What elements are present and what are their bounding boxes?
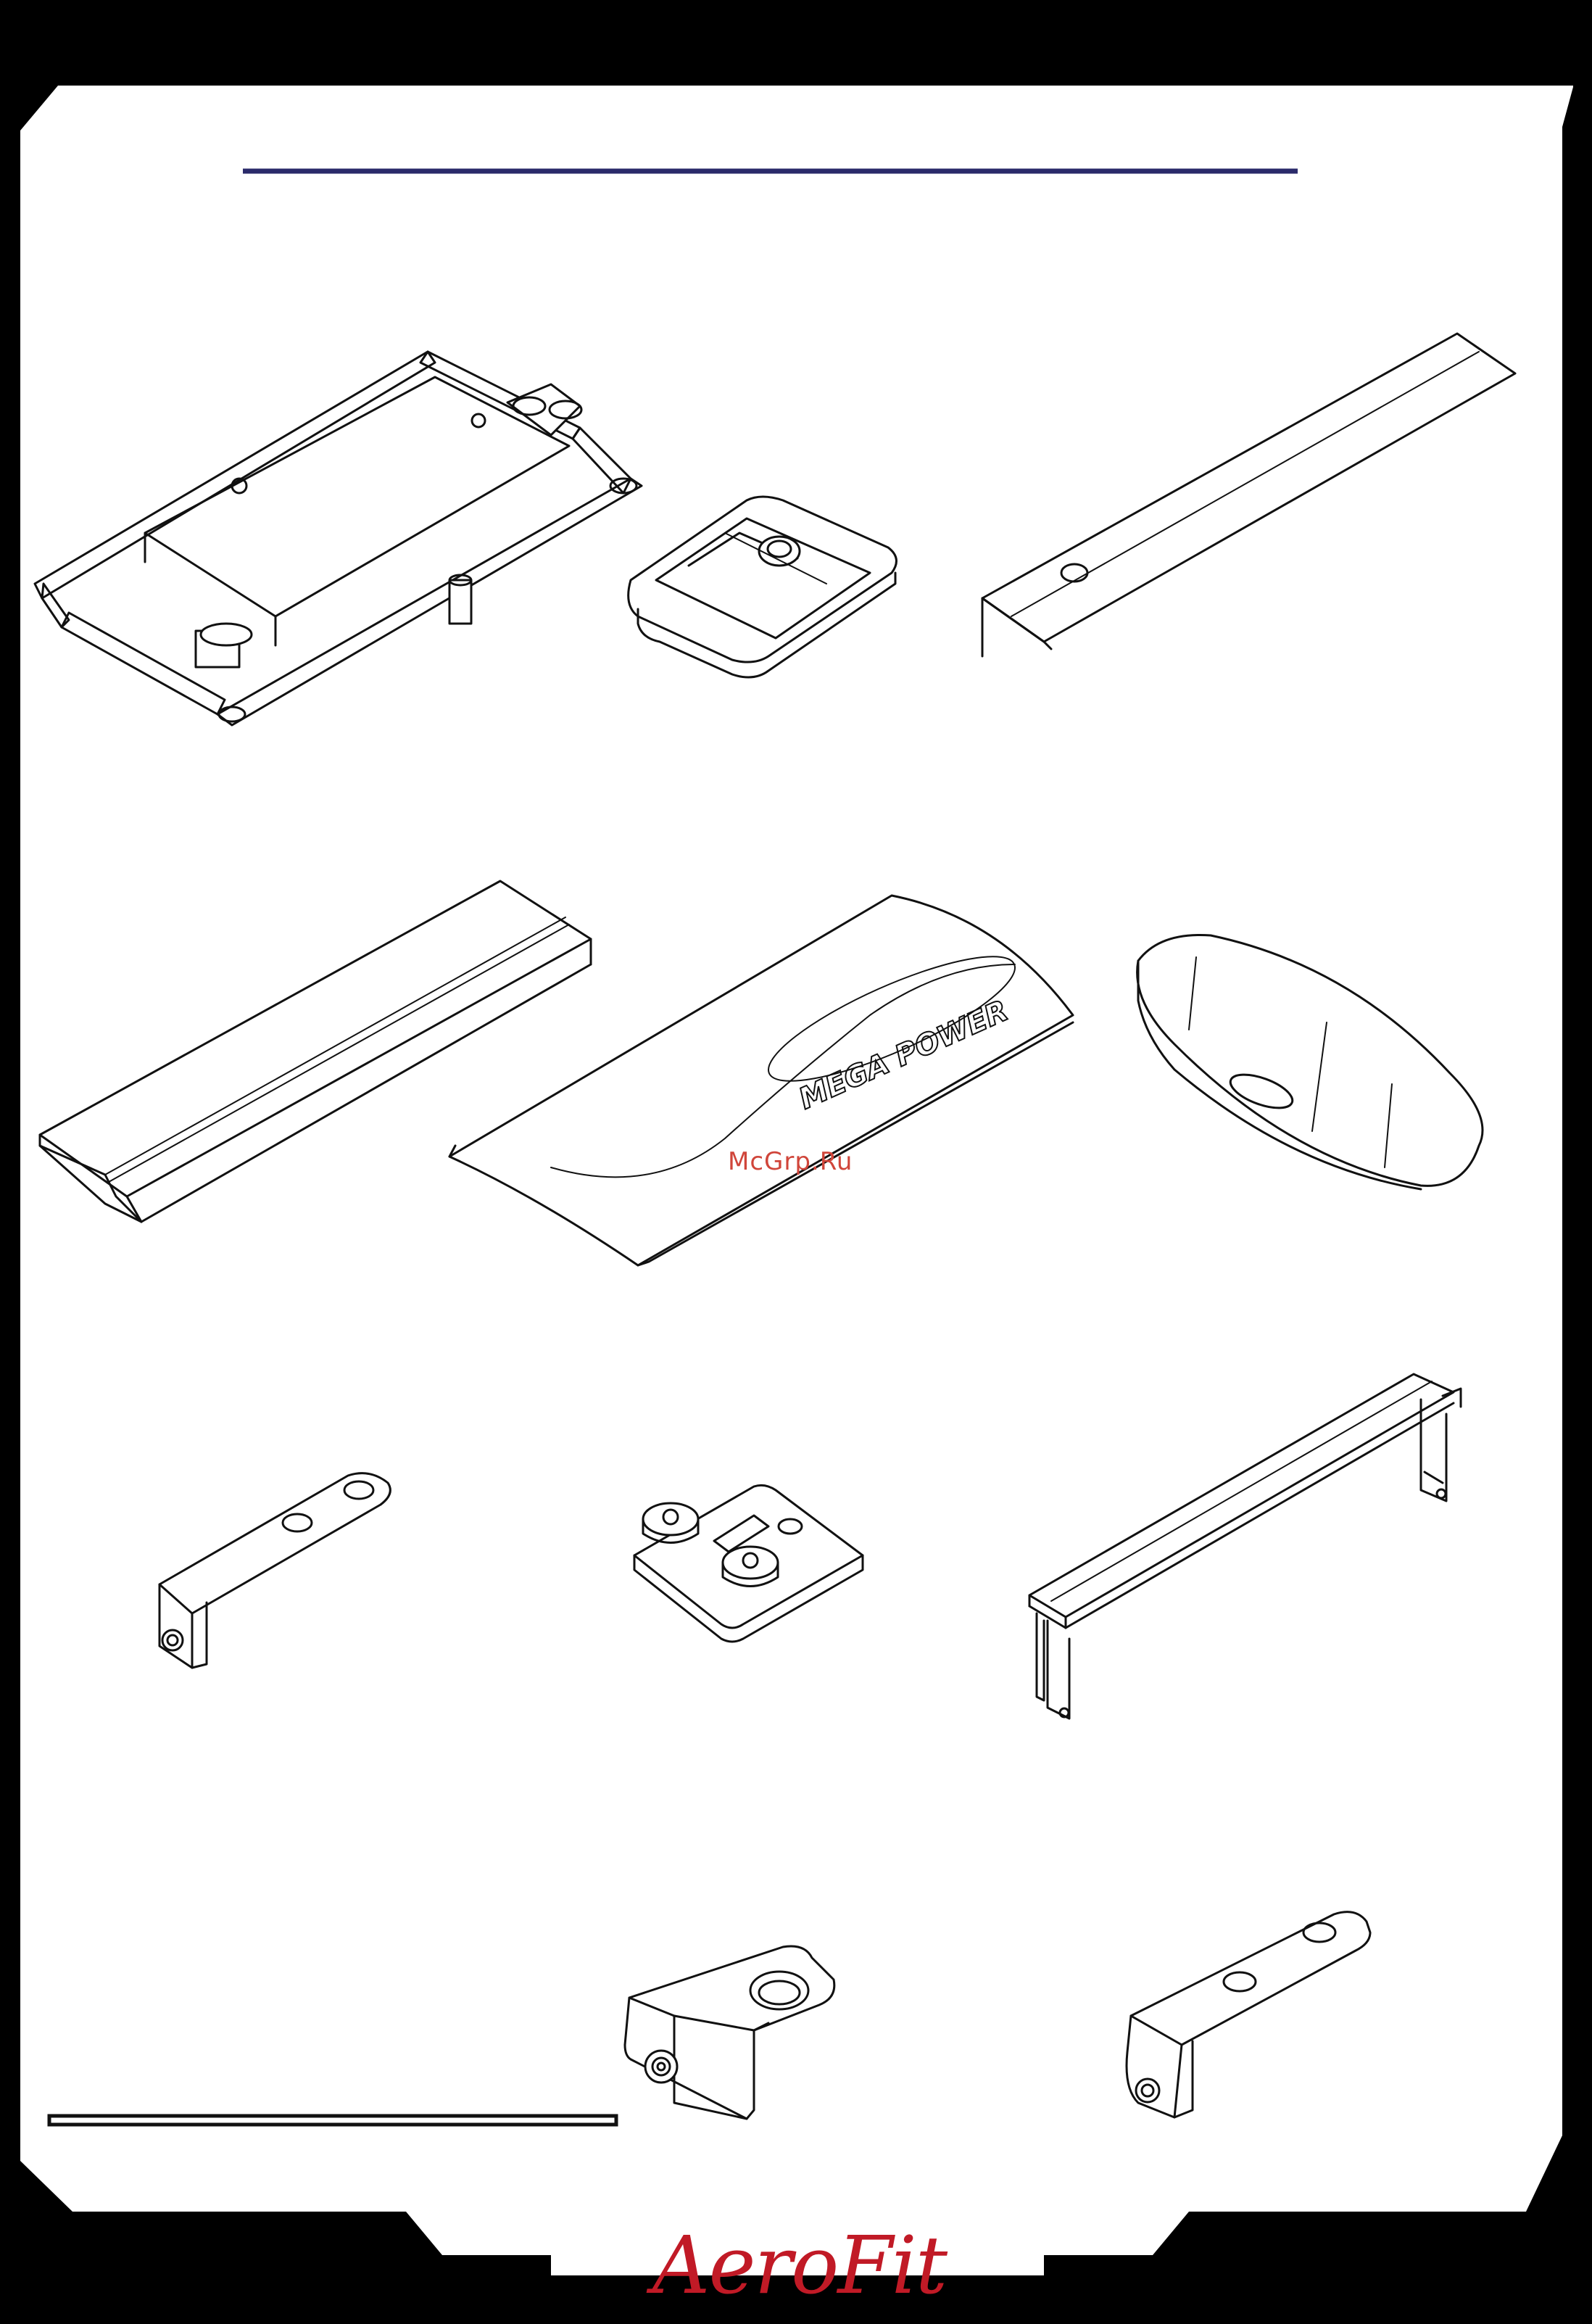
watermark-text: McGrp.Ru <box>728 1147 853 1176</box>
footer-rule <box>49 2116 616 2125</box>
brand-logo: AeroFit <box>652 2219 946 2312</box>
